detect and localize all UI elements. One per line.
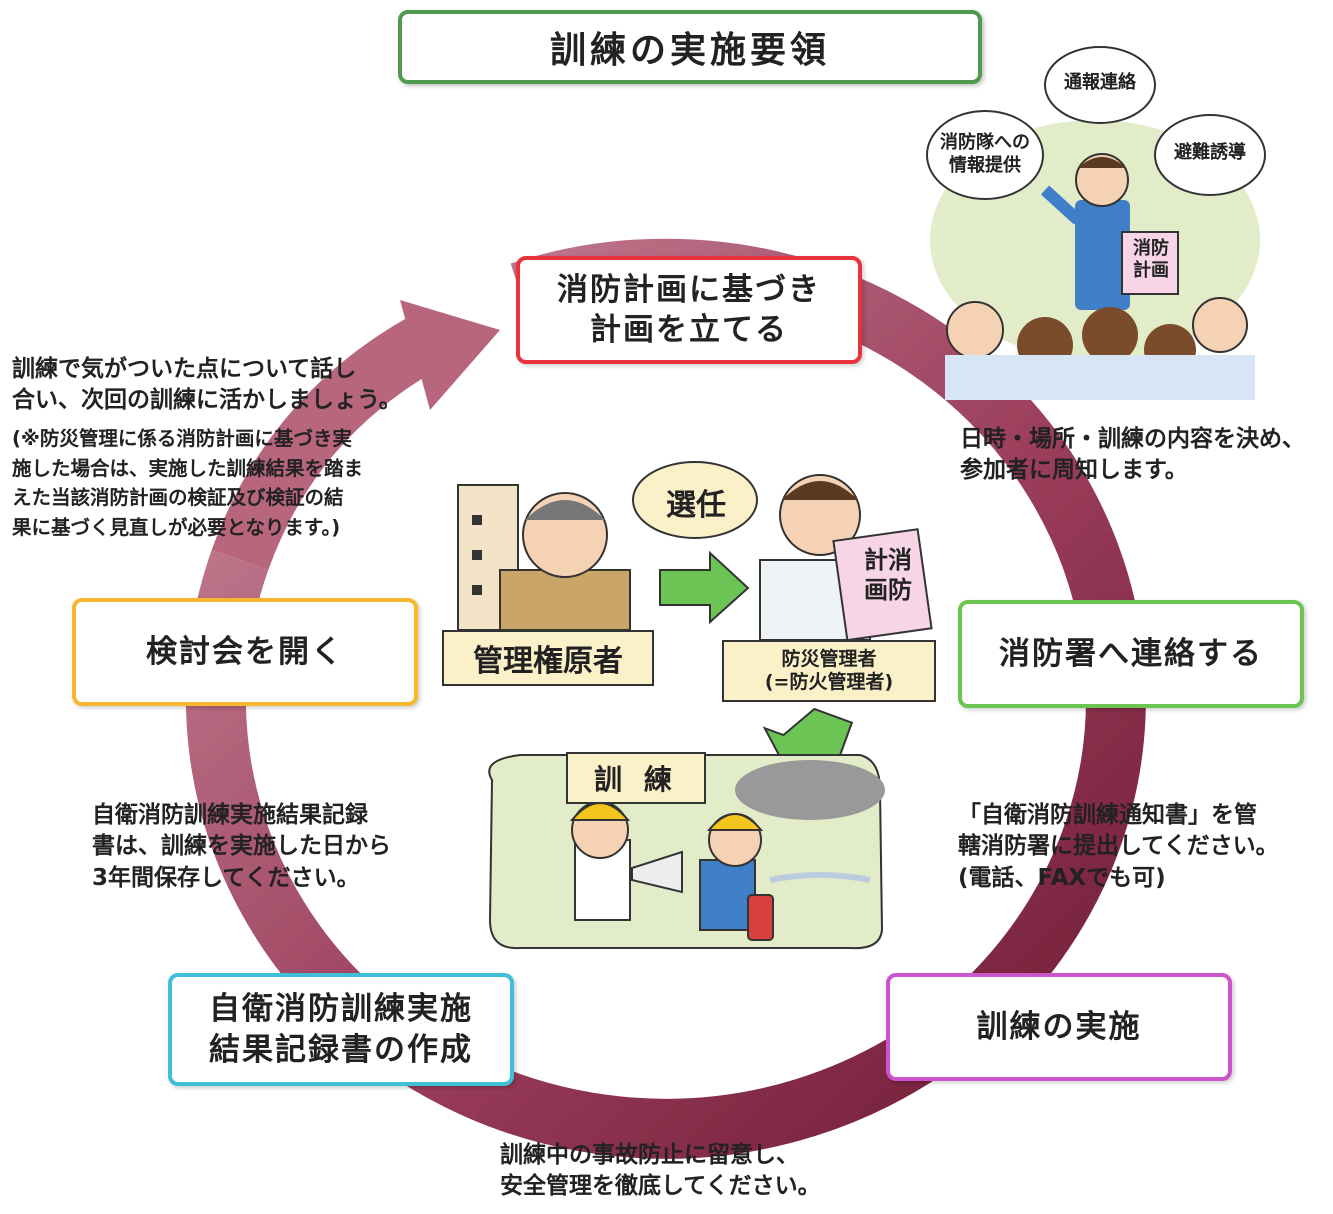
- appoint-label: 選任: [666, 488, 726, 523]
- training-label: 訓 練: [566, 752, 706, 804]
- note-safety-line: 訓練中の事故防止に留意し、: [500, 1142, 799, 1168]
- note-discuss-sub-line: 施した場合は、実施した訓練結果を踏ま: [12, 456, 364, 480]
- plan-doc-line: 計画: [1133, 259, 1169, 281]
- note-safety-line: 安全管理を徹底してください。: [500, 1173, 821, 1200]
- plan-doc-line: 消防: [1133, 238, 1169, 259]
- step-review-box: 検討会を開く: [72, 598, 418, 706]
- note-storage-line: 書は、訓練を実施した日から: [92, 833, 391, 860]
- owner-illustration: [457, 484, 631, 631]
- manager-label-line: 防災管理者: [781, 648, 877, 671]
- info-bubble-line: 情報提供: [949, 154, 1021, 176]
- note-decide-line: 日時・場所・訓練の内容を決め、: [960, 426, 1305, 452]
- note-discuss-sub-line: (※防災管理に係る消防計画に基づき実: [12, 427, 352, 450]
- note-notice-line: 「自衛消防訓練通知書」を管: [958, 802, 1257, 828]
- note-decide-line: 参加者に周知します。: [960, 457, 1188, 484]
- note-safety: 訓練中の事故防止に留意し、 安全管理を徹底してください。: [500, 1140, 900, 1203]
- note-discuss-sub-line: えた当該消防計画の検証及び検証の結: [12, 486, 344, 510]
- note-storage-line: 3年間保存してください。: [92, 864, 360, 891]
- manager-doc-line: 画防: [864, 576, 912, 604]
- note-notice-line: (電話、FAXでも可): [958, 864, 1166, 891]
- info-bubble-line: 消防隊への: [940, 132, 1030, 153]
- note-storage-line: 自衛消防訓練実施結果記録: [92, 802, 368, 828]
- note-discuss-sub: (※防災管理に係る消防計画に基づき実 施した場合は、実施した訓練結果を踏ま えた…: [12, 424, 442, 543]
- step-contact-box: 消防署へ連絡する: [958, 600, 1304, 708]
- step-record-line: 自衛消防訓練実施: [209, 991, 473, 1028]
- evac-bubble: 避難誘導: [1174, 142, 1246, 163]
- manager-doc-label: 計消 画防: [848, 545, 928, 605]
- note-discuss: 訓練で気がついた点について話し 合い、次回の訓練に活かしましょう。: [12, 354, 442, 417]
- note-notice: 「自衛消防訓練通知書」を管 轄消防署に提出してください。 (電話、FAXでも可): [958, 800, 1328, 894]
- step-record-line: 結果記録書の作成: [209, 1031, 473, 1068]
- info-bubble: 消防隊への 情報提供: [932, 132, 1038, 177]
- note-notice-line: 轄消防署に提出してください。: [958, 833, 1279, 860]
- appoint-bubble: [632, 461, 758, 539]
- note-discuss-line: 合い、次回の訓練に活かしましょう。: [12, 387, 402, 414]
- cycle-arrow-shaft: [211, 319, 436, 571]
- manager-illustration: [759, 474, 933, 642]
- note-decide: 日時・場所・訓練の内容を決め、 参加者に周知します。: [960, 424, 1330, 487]
- manager-doc-line: 計消: [864, 546, 912, 574]
- plan-doc-label: 消防 計画: [1126, 238, 1176, 281]
- cycle-arrowhead: [400, 300, 500, 410]
- report-bubble: 通報連絡: [1064, 72, 1136, 93]
- note-discuss-line: 訓練で気がついた点について話し: [12, 356, 357, 382]
- note-discuss-sub-line: 果に基づく見直しが必要となります。): [12, 515, 341, 539]
- note-storage: 自衛消防訓練実施結果記録 書は、訓練を実施した日から 3年間保存してください。: [92, 800, 432, 894]
- manager-label: 防災管理者 (=防火管理者): [722, 640, 936, 702]
- step-plan-line: 計画を立てる: [590, 312, 788, 348]
- step-plan-box: 消防計画に基づき 計画を立てる: [516, 256, 862, 364]
- owner-label: 管理権原者: [442, 630, 654, 686]
- green-arrow-right: [659, 550, 750, 625]
- manager-label-line: (=防火管理者): [764, 671, 894, 693]
- step-record-box: 自衛消防訓練実施 結果記録書の作成: [168, 973, 514, 1086]
- page-title: 訓練の実施要領: [398, 10, 982, 84]
- step-conduct-box: 訓練の実施: [886, 973, 1232, 1081]
- step-plan-line: 消防計画に基づき: [557, 271, 821, 308]
- presenter-illustration: [926, 46, 1266, 400]
